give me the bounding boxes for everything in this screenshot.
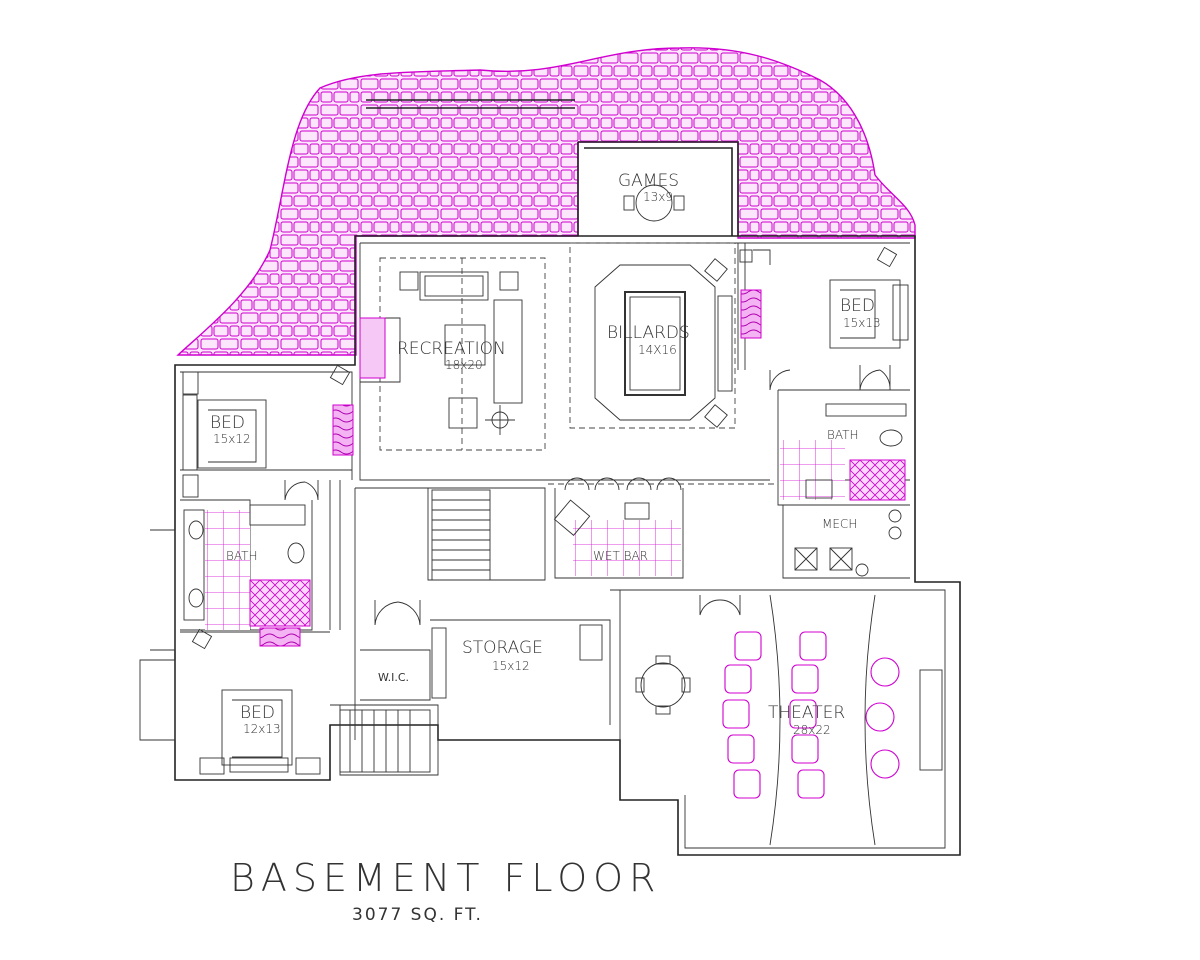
bed-ne-dims: 15x13 <box>843 316 881 330</box>
fireplace-hearth <box>359 317 386 379</box>
bed-w-dims: 15x12 <box>213 432 251 446</box>
mech-label: MECH <box>822 517 857 531</box>
bed-ne-furniture <box>739 246 909 349</box>
shower-w <box>249 579 311 627</box>
bed-sw-dims: 12x13 <box>243 722 281 736</box>
bed-w-furniture <box>182 364 351 498</box>
plan-title: BASEMENT FLOOR <box>230 856 662 900</box>
bath-w-tile <box>205 510 250 630</box>
rug-w <box>332 404 354 456</box>
wet-bar-label: WET BAR <box>593 549 648 563</box>
bed-sw-label: BED <box>240 703 275 723</box>
ceiling-lines <box>379 242 776 485</box>
pool-table <box>594 258 733 428</box>
games-table <box>623 184 685 222</box>
stone-patio <box>176 47 916 356</box>
shower-ne <box>849 459 906 501</box>
games-dims: 13x9 <box>643 190 673 204</box>
plan-area: 3077 SQ. FT. <box>352 905 483 925</box>
recreation-furniture <box>360 271 523 435</box>
bath-ne-tile <box>780 440 845 500</box>
games-label: GAMES <box>618 171 679 191</box>
doors <box>284 365 891 626</box>
rug-ne <box>740 289 762 339</box>
rug-w-bath <box>259 627 301 647</box>
billards-label: BILLARDS <box>607 323 690 343</box>
wet-bar-tile <box>573 520 681 576</box>
stairs <box>339 489 491 773</box>
mech-equipment <box>794 509 902 577</box>
bed-ne-label: BED <box>840 296 875 316</box>
storage-dims: 15x12 <box>492 659 530 673</box>
bed-sw-furniture <box>139 529 321 775</box>
bath-w-label: BATH <box>226 549 258 563</box>
theater-seats <box>722 631 900 799</box>
wic-label: W.I.C. <box>378 671 409 684</box>
billards-dims: 14X16 <box>638 343 677 357</box>
recreation-dims: 18x20 <box>445 358 483 372</box>
theater-layout <box>635 594 943 846</box>
recreation-label: RECREATION <box>397 339 506 359</box>
bed-w-label: BED <box>210 413 245 433</box>
storage-label: STORAGE <box>462 638 543 658</box>
bar-stools <box>553 477 682 536</box>
bath-ne-label: BATH <box>827 428 859 442</box>
theater-dims: 28x22 <box>793 723 831 737</box>
theater-label: THEATER <box>768 703 845 723</box>
